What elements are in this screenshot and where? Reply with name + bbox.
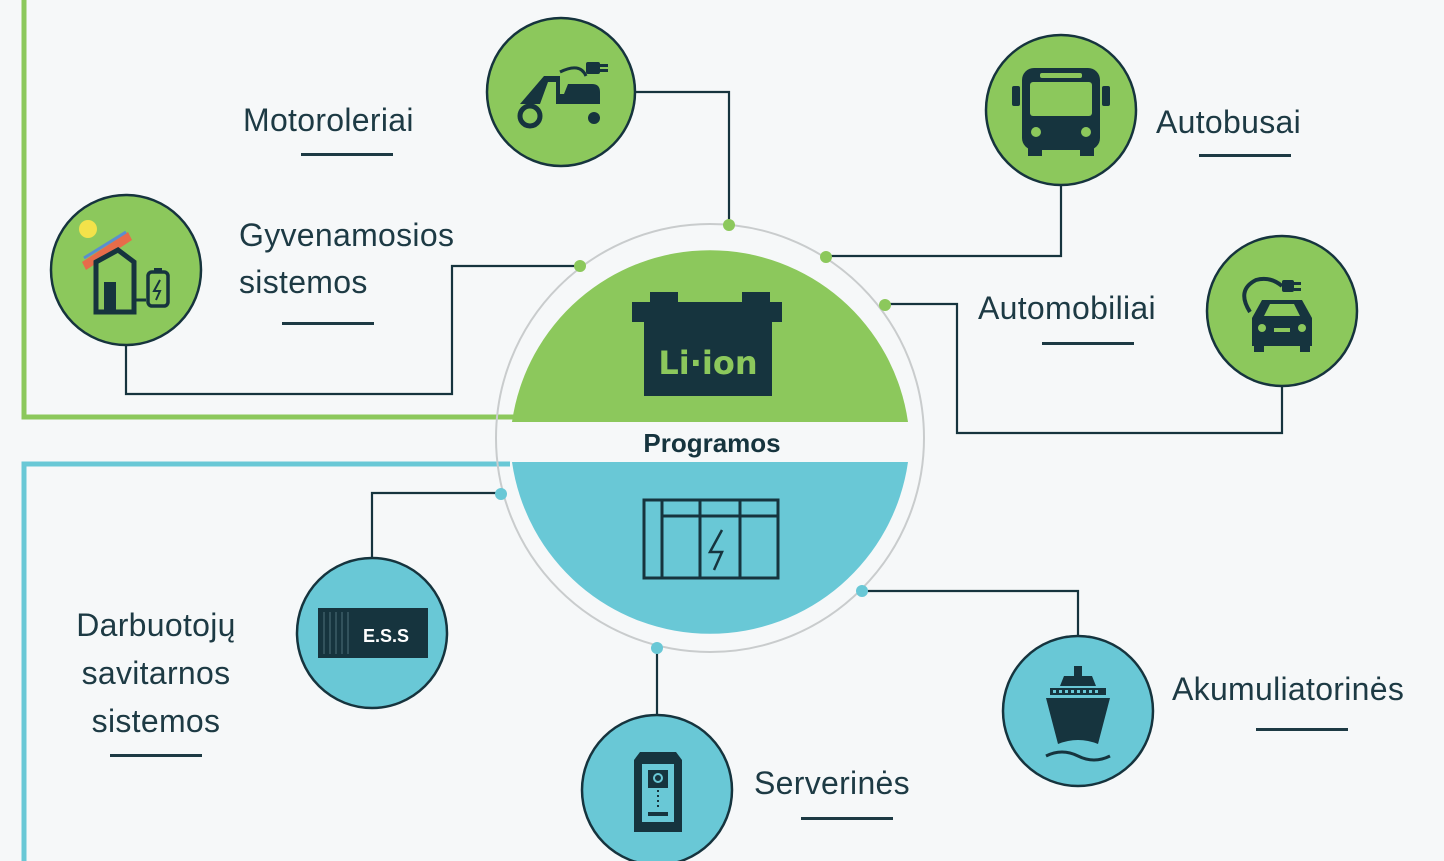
scooter-node <box>485 16 637 168</box>
hub-bottom-blue <box>512 462 908 634</box>
connectors <box>124 90 1284 716</box>
ess-badge: E.S.S <box>363 626 409 646</box>
connector-akumuliatorines <box>862 589 1080 636</box>
electric-car-icon <box>1242 276 1312 352</box>
solar-house-icon <box>79 220 170 315</box>
label-akumuliatorines: Akumuliatorinės <box>1172 671 1405 707</box>
solar-house-node <box>49 193 203 347</box>
label-darbuotoju-line1: Darbuotojų <box>76 607 236 643</box>
label-motoroleriai: Motoroleriai <box>243 102 414 138</box>
underline-akumuliatorines <box>1256 728 1348 731</box>
underline-motoroleriai <box>301 153 393 156</box>
li-ion-battery-icon: Li·ion <box>632 292 782 396</box>
ess-node: E.S.S <box>295 556 449 710</box>
ess-container-icon: E.S.S <box>318 608 428 658</box>
connector-motoroleriai <box>636 90 731 225</box>
central-hub <box>495 223 925 653</box>
label-darbuotoju-line3: sistemos <box>91 703 221 739</box>
underline-darbuotoju <box>110 754 202 757</box>
connector-autobusai <box>826 185 1063 258</box>
li-ion-label: Li·ion <box>658 344 757 382</box>
label-darbuotoju-line2: savitarnos <box>81 655 231 691</box>
power-cabinet-icon <box>642 498 780 580</box>
label-serverines: Serverinės <box>754 765 910 801</box>
bus-node <box>984 33 1138 187</box>
label-gyvenamosios-line2: sistemos <box>239 264 368 300</box>
label-autobusai: Autobusai <box>1156 104 1302 140</box>
car-node <box>1205 234 1359 388</box>
label-automobiliai: Automobiliai <box>978 290 1156 326</box>
green-frame <box>21 0 580 420</box>
scooter-icon <box>517 62 608 129</box>
underline-autobusai <box>1199 154 1291 157</box>
blue-frame <box>21 461 510 861</box>
server-node <box>580 713 734 861</box>
ship-icon <box>1045 666 1111 762</box>
connector-automobiliai <box>885 302 1284 435</box>
connector-gyvenamosios <box>124 264 580 396</box>
center-title: Programos <box>643 428 781 458</box>
server-icon <box>634 752 682 832</box>
label-gyvenamosios-line1: Gyvenamosios <box>239 217 455 253</box>
underline-serverines <box>801 817 893 820</box>
underline-automobiliai <box>1042 342 1134 345</box>
ship-node <box>1001 634 1155 788</box>
connector-darbuotoju <box>370 491 501 558</box>
underline-gyvenamosios <box>282 322 374 325</box>
bus-icon <box>1012 68 1110 156</box>
ring-dots <box>495 219 891 654</box>
